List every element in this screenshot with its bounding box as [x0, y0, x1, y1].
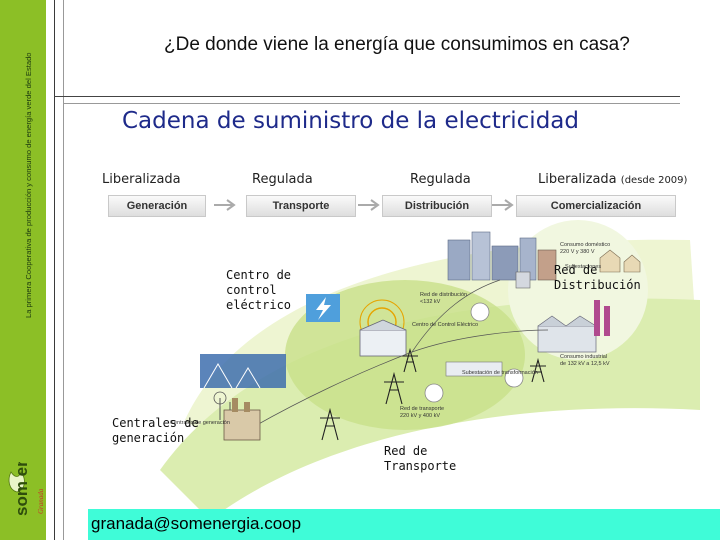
stage-generation: Generación	[108, 195, 206, 217]
callout-generation-text: Centrales de generación	[112, 416, 199, 445]
stage-distribution: Distribución	[382, 195, 492, 217]
frame-vertical-rule-inner	[63, 0, 64, 540]
label-centrales: Centrales de generación	[170, 420, 230, 426]
contact-email[interactable]: granada@somenergia.coop	[91, 514, 302, 533]
arrow-right-icon	[492, 199, 514, 211]
label-red-distribucion: Red de distribución	[420, 292, 467, 298]
power-line	[247, 329, 549, 431]
callout-distribution-text: Red de Distribución	[554, 263, 641, 292]
stage-transport: Transporte	[246, 195, 356, 217]
page-title: ¿De donde viene la energía que consumimo…	[164, 34, 630, 55]
callout-transport: Red de Transporte	[384, 444, 456, 474]
label-red-distribucion-kv: <132 kV	[420, 299, 441, 305]
label-consumo-domestico: Consumo doméstico	[560, 242, 610, 248]
substation-icon	[445, 361, 503, 377]
control-center-icon	[359, 299, 407, 357]
som-energia-logo-icon: som energia Granada	[8, 462, 45, 516]
label-consumo-domestico-v: 220 V y 380 V	[560, 249, 595, 255]
label-consumo-industrial: Consumo industrial	[560, 354, 607, 360]
label-centro-control: Centro de Control Eléctrico	[412, 322, 478, 328]
regime-generation: Liberalizada	[102, 172, 181, 187]
lightning-logo-icon	[306, 294, 340, 322]
detail-circle	[504, 368, 524, 388]
city-buildings-icon	[447, 231, 557, 281]
power-line	[411, 279, 501, 353]
industrial-plant-icon	[537, 300, 610, 353]
label-subestacion: Subestación de transformación	[462, 370, 538, 376]
regime-commercialization: Liberalizada (desde 2009)	[538, 172, 687, 187]
power-plants-icon	[200, 354, 286, 441]
sidebar: La primera Cooperativa de producción y c…	[0, 0, 46, 540]
callout-control-center-text: Centro de control eléctrico	[226, 268, 292, 312]
label-subestaciones: Subestaciones	[565, 264, 601, 270]
label-red-transporte-kv: 220 kV y 400 kV	[400, 413, 440, 419]
label-consumo-industrial-kv: de 132 kV a 12,5 kV	[560, 361, 610, 367]
logo-wordmark: som energia	[12, 462, 31, 516]
regime-distribution: Regulada	[410, 172, 471, 187]
callout-distribution: Red de Distribución	[554, 263, 641, 293]
callout-generation: Centrales de generación	[112, 416, 199, 446]
footer-bar	[88, 509, 720, 540]
regime-commercialization-label: Liberalizada	[538, 172, 617, 187]
page-subtitle: Cadena de suministro de la electricidad	[122, 108, 579, 134]
regime-transport: Regulada	[252, 172, 313, 187]
label-red-transporte: Red de transporte	[400, 406, 444, 412]
stage-commercialization: Comercialización	[516, 195, 676, 217]
detail-circle	[470, 302, 490, 322]
arrow-right-icon	[358, 199, 380, 211]
frame-horizontal-rule	[54, 96, 680, 97]
callout-control-center: Centro de control eléctrico	[226, 268, 291, 313]
detail-circle	[424, 383, 444, 403]
houses-icon	[515, 249, 641, 289]
logo-city: Granada	[37, 488, 45, 514]
frame-horizontal-rule-inner	[64, 103, 680, 104]
frame-vertical-rule	[54, 0, 55, 540]
arrow-right-icon	[214, 199, 236, 211]
regime-commercialization-note: (desde 2009)	[620, 175, 688, 186]
callout-transport-text: Red de Transporte	[384, 444, 457, 473]
transmission-tower-icon	[320, 347, 546, 441]
